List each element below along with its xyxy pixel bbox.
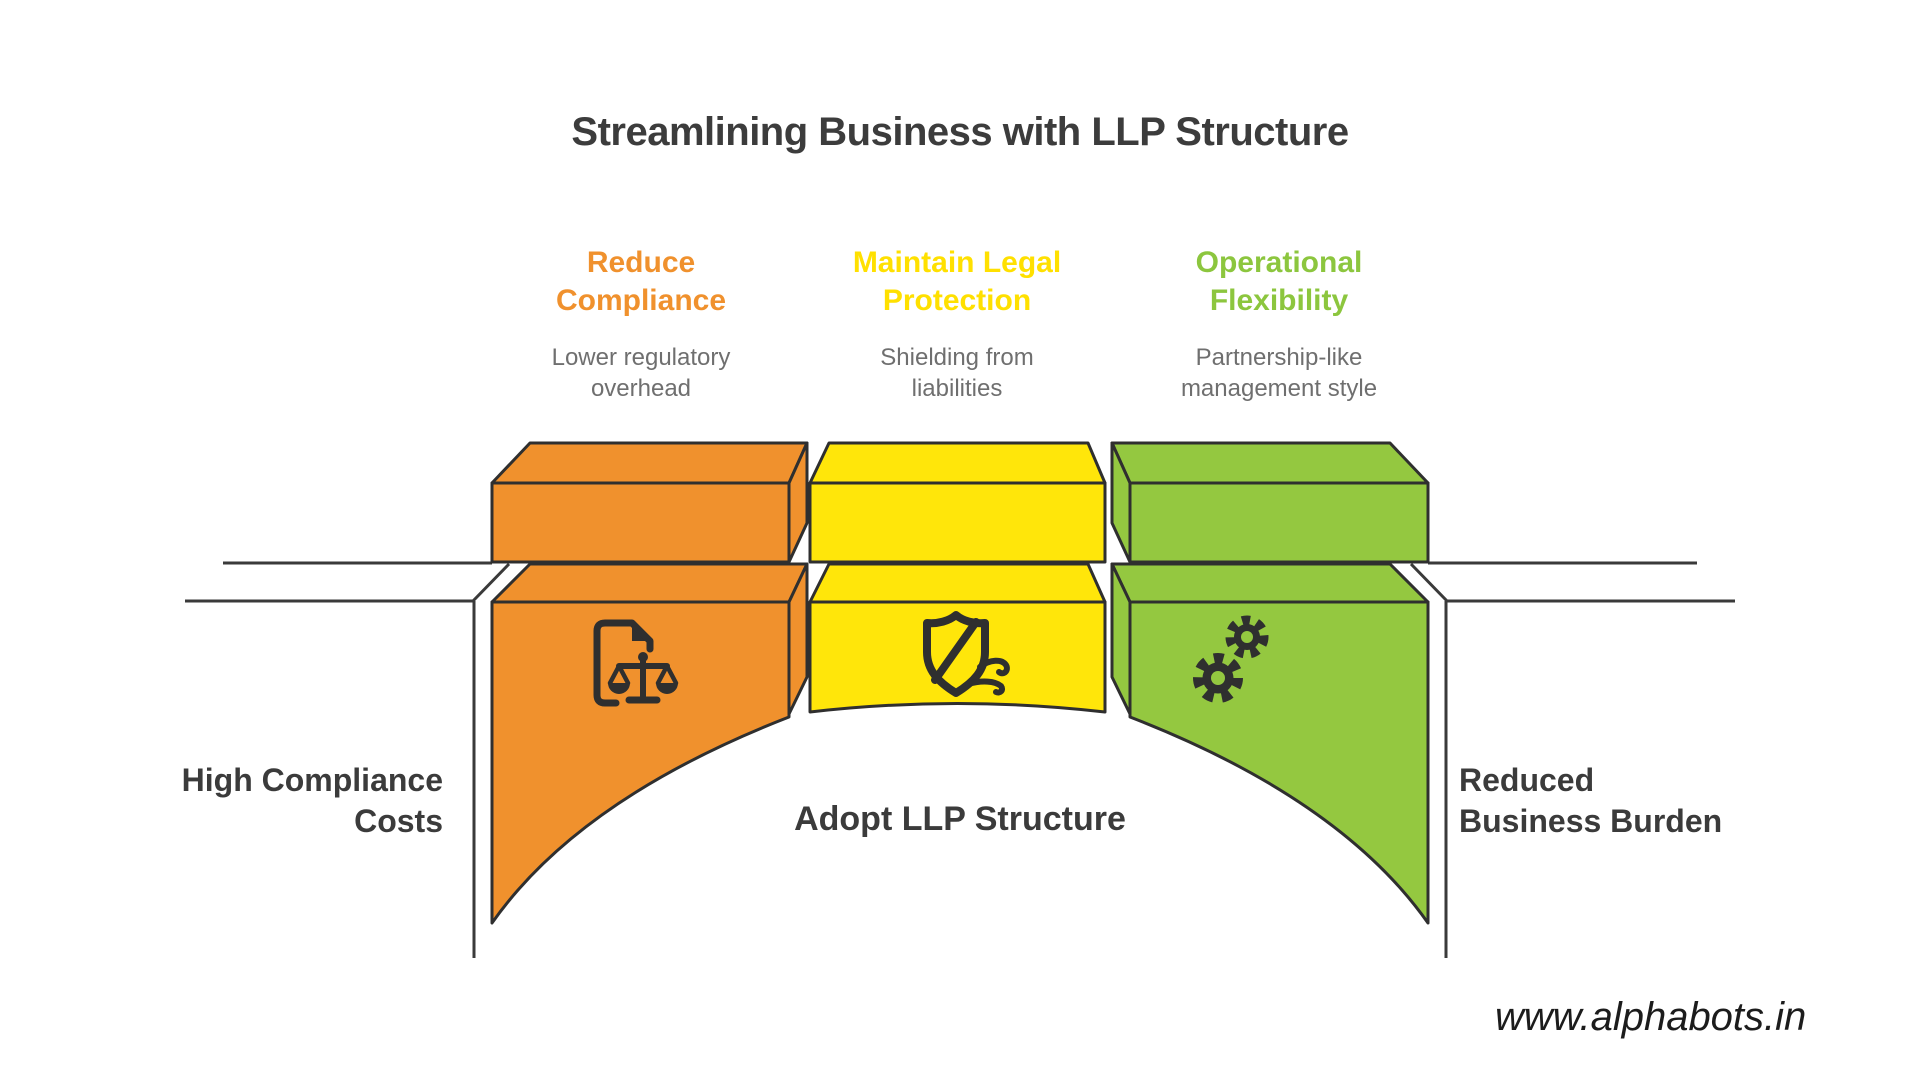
green-pillar-front [1128,600,1430,925]
orange-pillar-top-face [490,562,809,604]
column-header-maintain-legal-protection: Maintain Legal Protection [852,246,1062,317]
green-box-top-face [1110,441,1430,485]
yellow-box-top-face [808,441,1107,485]
orange-box-front-face [490,481,791,564]
column-maintain-legal-protection: Maintain Legal Protection Shielding from… [792,244,1122,404]
right-label-reduced-business-burden: Reduced Business Burden [1459,762,1723,839]
gear-large [1193,653,1243,703]
page-title: Streamlining Business with LLP Structure [571,110,1349,154]
orange-pillar-front [490,600,791,925]
document-scales-icon [593,619,679,707]
column-operational-flexibility: Operational Flexibility Partnership-like… [1114,244,1444,404]
column-reduce-compliance: Reduce Compliance Lower regulatory overh… [476,244,806,404]
left-label-high-compliance-costs: High Compliance Costs [181,762,443,839]
yellow-keystone-top-face [808,562,1107,604]
ground-edge-left-diagonal [471,562,511,603]
yellow-keystone-front [808,600,1107,714]
green-box-front-face [1128,481,1430,564]
column-header-reduce-compliance: Reduce Compliance [555,246,727,317]
gears-icon [1193,615,1269,703]
watermark-url: www.alphabots.in [1495,995,1807,1039]
yellow-box-front-face [808,481,1107,564]
column-subtitle-operational-flexibility: Partnership-like management style [1180,344,1378,402]
column-header-operational-flexibility: Operational Flexibility [1195,246,1363,317]
ground-edge-right-diagonal [1409,562,1449,603]
green-pillar-top-face [1110,562,1430,604]
column-subtitle-maintain-legal-protection: Shielding from liabilities [880,344,1034,402]
center-label-adopt-llp-structure: Adopt LLP Structure [794,800,1126,838]
gear-small [1225,615,1269,659]
top-block-row [490,441,1430,564]
column-subtitle-reduce-compliance: Lower regulatory overhead [551,344,731,402]
shield-slash-wind-icon [923,611,1010,697]
orange-box-top-face [490,441,809,485]
ground-lines [185,561,1735,958]
